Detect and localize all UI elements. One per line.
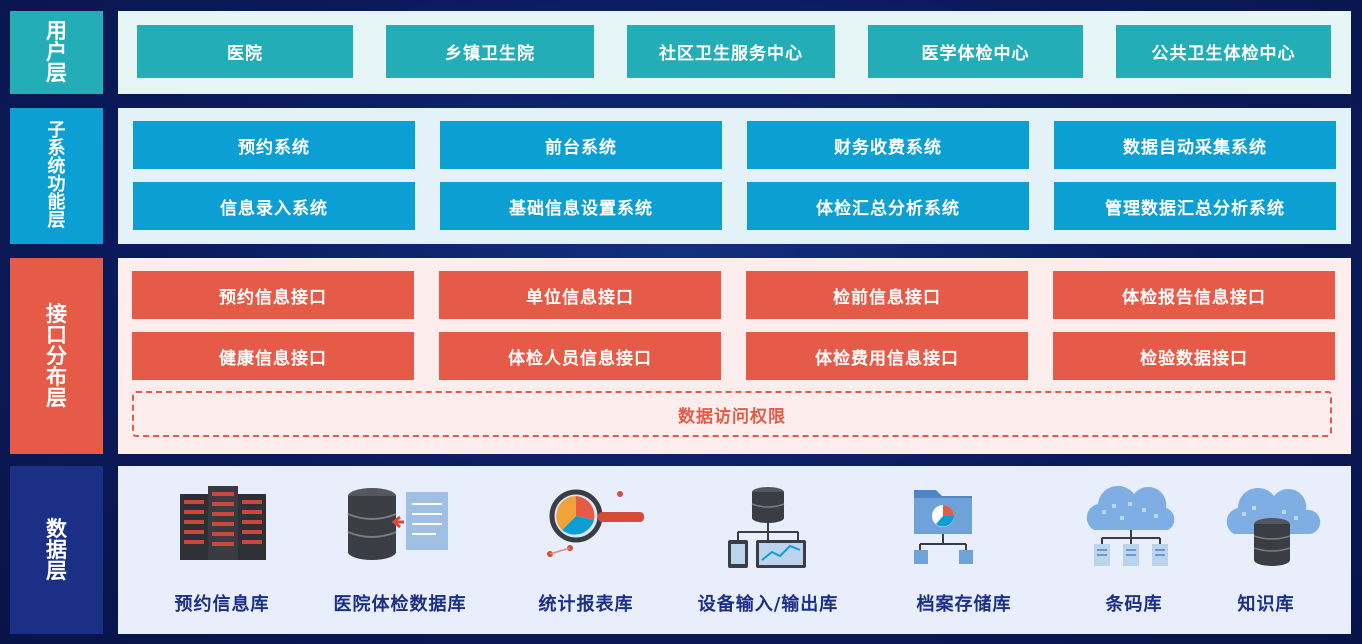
cloud-documents-icon (1086, 485, 1175, 566)
subsystem-item-exam-summary: 体检汇总分析系统 (747, 182, 1029, 230)
subsystem-item-management-summary: 管理数据汇总分析系统 (1054, 182, 1336, 230)
user-item-physical-center: 医学体检中心 (868, 25, 1083, 78)
data-item-statistics-db: 统计报表库 (496, 484, 676, 624)
data-item-label: 统计报表库 (538, 594, 634, 615)
layer-label-subsystem: 子系统功能层 (10, 108, 103, 244)
data-item-label: 条码库 (1105, 594, 1163, 615)
data-item-label: 设备输入/输出库 (697, 594, 839, 615)
subsystem-item-front-desk: 前台系统 (440, 121, 722, 169)
data-item-label: 知识库 (1237, 594, 1295, 615)
interface-item-appointment: 预约信息接口 (132, 271, 414, 319)
data-item-device-io-db: 设备输入/输出库 (678, 484, 858, 624)
layer-label-data: 数据层 (10, 466, 103, 634)
subsystem-item-finance: 财务收费系统 (747, 121, 1029, 169)
data-item-label: 预约信息库 (174, 594, 270, 615)
magnifier-chart-icon (547, 489, 644, 557)
data-item-label: 医院体检数据库 (333, 594, 467, 615)
subsystem-item-auto-collect: 数据自动采集系统 (1054, 121, 1336, 169)
interface-layer-panel: 预约信息接口 单位信息接口 检前信息接口 体检报告信息接口 健康信息接口 体检人… (118, 258, 1351, 454)
data-item-archive-db: 档案存储库 (874, 484, 1054, 624)
interface-item-unit: 单位信息接口 (439, 271, 721, 319)
data-item-label: 档案存储库 (916, 594, 1012, 615)
layer-label-user: 用户层 (10, 11, 103, 94)
user-item-township: 乡镇卫生院 (386, 25, 594, 78)
server-rack-icon (180, 486, 266, 560)
layer-label-interface-text: 接口分布层 (46, 301, 67, 410)
layer-label-interface: 接口分布层 (10, 258, 103, 454)
user-item-public-health: 公共卫生体检中心 (1116, 25, 1331, 78)
data-item-barcode-db: 条码库 (1044, 484, 1224, 624)
data-item-hospital-db: 医院体检数据库 (310, 484, 490, 624)
data-item-knowledge-db: 知识库 (1176, 484, 1356, 624)
interface-item-lab-data: 检验数据接口 (1053, 332, 1335, 380)
interface-item-personnel: 体检人员信息接口 (439, 332, 721, 380)
user-item-hospital: 医院 (137, 25, 353, 78)
subsystem-item-basic-settings: 基础信息设置系统 (440, 182, 722, 230)
interface-item-health: 健康信息接口 (132, 332, 414, 380)
folder-tree-icon (914, 490, 973, 564)
layer-label-data-text: 数据层 (46, 516, 67, 583)
interface-item-report: 体检报告信息接口 (1053, 271, 1335, 319)
database-network-icon (728, 487, 806, 568)
data-access-permission: 数据访问权限 (132, 391, 1332, 437)
user-layer-panel: 医院 乡镇卫生院 社区卫生服务中心 医学体检中心 公共卫生体检中心 (118, 11, 1351, 94)
interface-item-pre-exam: 检前信息接口 (746, 271, 1028, 319)
user-item-community: 社区卫生服务中心 (627, 25, 835, 78)
layer-label-user-text: 用户层 (46, 19, 67, 85)
interface-item-fee: 体检费用信息接口 (746, 332, 1028, 380)
data-item-appointment-db: 预约信息库 (132, 484, 312, 624)
subsystem-layer-panel: 预约系统 前台系统 财务收费系统 数据自动采集系统 信息录入系统 基础信息设置系… (118, 108, 1351, 244)
subsystem-item-appointment: 预约系统 (133, 121, 415, 169)
layer-label-subsystem-text: 子系统功能层 (47, 120, 66, 231)
subsystem-item-entry: 信息录入系统 (133, 182, 415, 230)
database-document-icon (347, 488, 448, 560)
data-layer-panel: 预约信息库 医院体检数据库 统计报表库 (118, 466, 1351, 634)
cloud-database-icon (1226, 488, 1321, 566)
